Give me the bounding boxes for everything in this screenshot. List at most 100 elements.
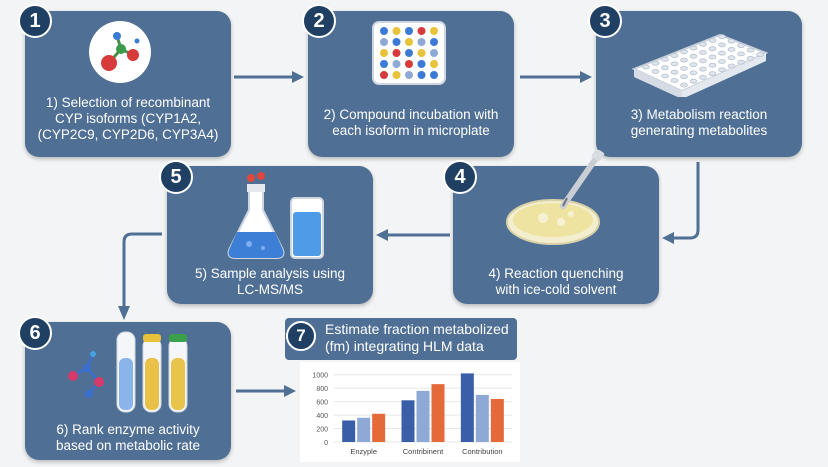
arrow-1-to-2 xyxy=(234,71,304,83)
text-line: 1) Selection of recombinant xyxy=(45,95,211,110)
well-plate-icon xyxy=(631,33,769,97)
well-dot xyxy=(430,60,438,68)
well-dot xyxy=(699,75,707,80)
well-dot xyxy=(430,71,438,79)
arrow-4-to-5 xyxy=(376,229,450,241)
text-line: with ice-cold solvent xyxy=(495,282,617,297)
well-dot xyxy=(661,57,669,62)
well-dot xyxy=(737,51,745,57)
text-line: generating metabolites xyxy=(630,123,768,138)
step-3-badge: 3 xyxy=(588,4,622,38)
well-dot xyxy=(708,71,717,76)
bar xyxy=(475,394,489,442)
well-dot xyxy=(417,27,426,35)
well-dot xyxy=(392,49,401,57)
well-dot xyxy=(642,64,650,70)
well-dot xyxy=(380,71,388,79)
well-dot xyxy=(680,49,688,55)
step-3-card: 3) Metabolism reaction generating metabo… xyxy=(596,11,802,157)
step-2-text: 2) Compound incubation with each isoform… xyxy=(308,107,514,139)
well-dot xyxy=(699,66,707,72)
y-tick-label: 600 xyxy=(316,400,328,407)
well-dot xyxy=(708,62,717,68)
well-dot xyxy=(699,41,707,47)
step-2-card: 2) Compound incubation with each isoform… xyxy=(308,11,514,157)
text-line: 3) Metabolism reaction xyxy=(630,107,768,122)
bar xyxy=(490,398,504,442)
y-tick-label: 1000 xyxy=(312,373,328,380)
x-tick-label: Contribinent xyxy=(403,447,444,456)
text-line: based on metabolic rate xyxy=(55,438,201,453)
well-dot xyxy=(746,47,755,53)
well-dot xyxy=(708,46,717,52)
step-7-title: Estimate fraction metabolized (fm) integ… xyxy=(285,318,517,360)
bar xyxy=(431,384,445,442)
y-tick-label: 800 xyxy=(316,386,328,393)
text-line: 4) Reaction quenching xyxy=(488,266,624,281)
well-dot xyxy=(670,78,679,83)
arrow-2-to-3 xyxy=(520,71,592,83)
text-line: Estimate fraction metabolized xyxy=(325,321,509,337)
well-dot xyxy=(405,60,413,68)
well-dot xyxy=(661,65,669,71)
bar xyxy=(401,400,415,442)
well-dot xyxy=(756,52,764,57)
bar xyxy=(460,373,474,442)
well-dot xyxy=(651,69,660,74)
well-dot xyxy=(699,58,707,64)
well-dot xyxy=(727,38,736,44)
step-6-text: 6) Rank enzyme activity based on metabol… xyxy=(25,422,231,454)
y-tick-label: 400 xyxy=(316,413,328,420)
step-1-text: 1) Selection of recombinant CYP isoforms… xyxy=(25,95,231,143)
well-dot xyxy=(670,61,679,67)
x-tick-label: Contribution xyxy=(462,447,502,456)
well-dot xyxy=(670,69,679,75)
well-dot xyxy=(718,42,726,48)
well-dot xyxy=(392,27,401,35)
step-7-badge: 7 xyxy=(286,321,316,351)
well-dot xyxy=(417,60,426,68)
well-dot xyxy=(680,74,688,80)
well-dot xyxy=(380,27,388,35)
step-1-card: 1) Selection of recombinant CYP isoforms… xyxy=(25,11,231,157)
step-5-card: 5) Sample analysis using LC-MS/MS xyxy=(167,166,373,304)
well-dot xyxy=(680,82,688,88)
well-dot xyxy=(417,71,426,79)
text-line: LC-MS/MS xyxy=(236,282,303,297)
well-dot xyxy=(689,78,698,84)
well-dot xyxy=(392,38,401,46)
text-line: each isoform in microplate xyxy=(332,123,490,138)
arrow-3-to-4 xyxy=(662,162,700,244)
microplate-icon xyxy=(372,21,446,85)
well-dot xyxy=(405,38,413,46)
well-dot xyxy=(405,27,413,35)
text-line: 5) Sample analysis using xyxy=(194,266,346,281)
step-5-badge: 5 xyxy=(159,160,193,194)
well-dot xyxy=(380,60,388,68)
x-tick-label: Enzyple xyxy=(350,447,377,456)
well-dot xyxy=(708,54,717,60)
bar xyxy=(342,420,356,442)
well-dot xyxy=(689,45,698,51)
well-dot xyxy=(430,38,438,46)
well-dot xyxy=(727,46,736,52)
step-4-text: 4) Reaction quenching with ice-cold solv… xyxy=(453,266,659,298)
text-line: (fm) integrating HLM data xyxy=(325,338,484,354)
text-line: CYP isoforms (CYP1A2, xyxy=(54,111,202,126)
bar xyxy=(416,390,430,442)
well-dot xyxy=(405,49,413,57)
y-tick-label: 0 xyxy=(324,440,328,447)
step-5-text: 5) Sample analysis using LC-MS/MS xyxy=(167,266,373,298)
well-dot xyxy=(651,60,660,66)
step-4-card: 4) Reaction quenching with ice-cold solv… xyxy=(453,150,659,304)
step-6-card: 6) Rank enzyme activity based on metabol… xyxy=(25,322,231,460)
well-dot xyxy=(417,49,426,57)
well-dot xyxy=(727,55,736,61)
well-dot xyxy=(737,59,745,65)
step-6-badge: 6 xyxy=(18,316,52,350)
bar xyxy=(372,413,386,442)
well-dot xyxy=(380,38,388,46)
petri-dish-pipette-icon xyxy=(506,150,605,245)
